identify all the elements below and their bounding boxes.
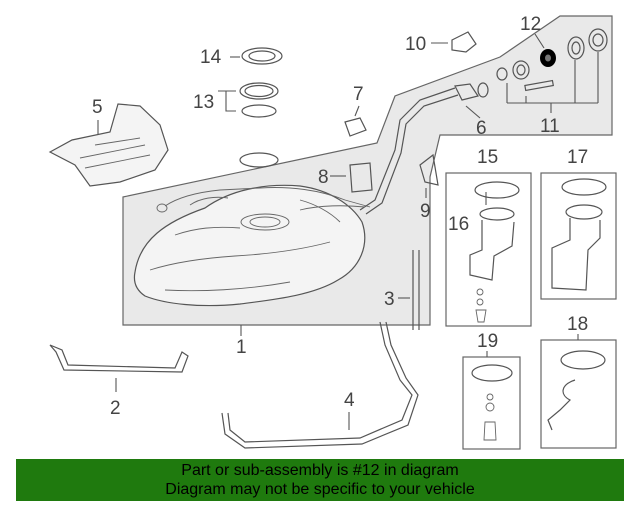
rings-13-14 [239,47,283,168]
fuel-pump-15 [469,181,520,323]
banner-line-1: Part or sub-assembly is #12 in diagram [181,462,459,479]
callout-14: 14 [200,47,222,68]
callout-8: 8 [318,167,329,188]
sender-18 [547,350,606,431]
banner-line-2: Diagram may not be specific to your vehi… [165,481,475,498]
callout-16: 16 [448,214,469,235]
callout-2: 2 [110,398,121,419]
box-17 [540,172,617,300]
callout-13: 13 [193,92,214,113]
callout-17: 17 [567,147,588,168]
fuel-line [227,321,413,443]
fuel-line-2 [221,321,419,449]
callout-1: 1 [236,337,247,358]
callout-10: 10 [405,34,426,55]
part-7 [344,117,367,137]
callout-5: 5 [92,97,103,118]
filler-pipe [299,82,489,215]
filter-19 [471,364,513,441]
info-banner: Part or sub-assembly is #12 in diagram D… [16,459,624,501]
part-3 [412,250,420,330]
callout-4: 4 [344,390,355,411]
part-9 [419,153,439,186]
callout-3: 3 [384,289,395,310]
fuel-pump-17 [551,178,607,291]
cap-assembly [451,28,608,92]
fuel-tank [133,184,371,307]
callout-18: 18 [567,314,588,335]
box-15 [445,172,532,327]
callout-12: 12 [520,14,541,35]
box-18 [540,339,617,449]
callout-7: 7 [353,84,364,105]
callout-19: 19 [477,331,498,352]
part-8 [349,162,373,193]
heat-shield [48,103,169,187]
callout-11: 11 [540,116,560,137]
callout-15: 15 [477,147,498,168]
callout-9: 9 [420,201,431,222]
callout-6: 6 [476,118,487,139]
strap [49,344,189,373]
